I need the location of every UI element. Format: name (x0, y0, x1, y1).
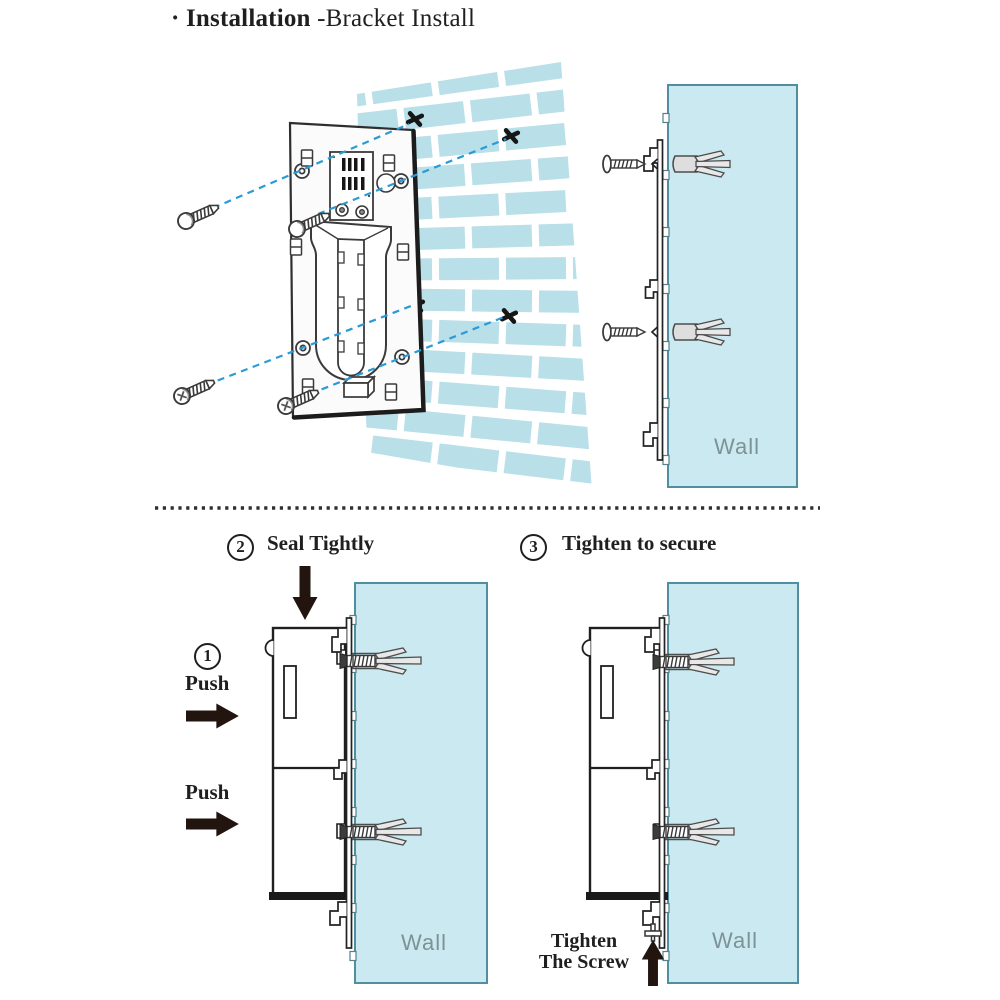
tighten-view (581, 582, 799, 986)
bracket-rail (642, 139, 664, 461)
step-3-label: Tighten to secure (562, 531, 717, 555)
push-arrow-2 (186, 811, 239, 837)
alignment-dashed-lines (205, 122, 507, 396)
tighten-note-line2: The Screw (538, 951, 630, 974)
step-2-label: Seal Tightly (267, 531, 375, 555)
title-prefix: · Installation (171, 5, 311, 32)
push-label-2: Push (185, 780, 230, 804)
wall-label-top: Wall (714, 434, 760, 459)
wall-label-left: Wall (401, 930, 447, 955)
wall-side-view-top (602, 84, 798, 488)
tighten-note: Tighten The Screw (528, 930, 640, 974)
slide-channel (310, 219, 392, 400)
mounting-screws (170, 198, 334, 418)
step-3-number: 3 (520, 534, 547, 561)
bottom-clip (341, 374, 377, 400)
seal-tightly-view (186, 566, 488, 984)
tighten-note-line1: Tighten (550, 930, 618, 952)
step-1-number: 1 (194, 643, 221, 670)
page-title: · Installation -Bracket Install (171, 5, 475, 33)
horizontal-screws (602, 154, 647, 342)
step-2-number: 2 (227, 534, 254, 561)
title-suffix: -Bracket Install (310, 5, 476, 32)
seal-arrow (292, 566, 318, 620)
wall-label-right: Wall (712, 928, 758, 953)
push-arrow-1 (186, 703, 239, 729)
bottom-screw (644, 923, 662, 942)
push-label-1: Push (185, 671, 230, 695)
clip-tabs (289, 149, 410, 401)
mounting-plate (288, 121, 426, 420)
